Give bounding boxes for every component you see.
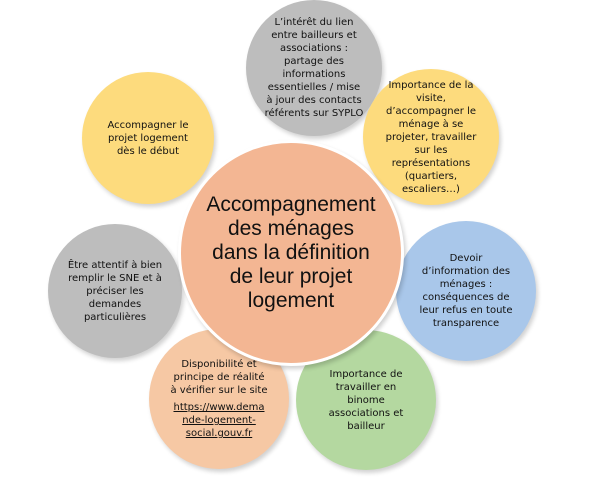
circle-text: Accompagner le projet logement dès le dé…: [107, 119, 189, 157]
circle-information-duty: Devoir d’information des ménages : consé…: [396, 221, 536, 361]
circle-text: Importance de travailler en binome assoc…: [328, 368, 404, 432]
circle-text: Être attentif à bien remplir le SNE et à…: [67, 259, 163, 323]
center-circle: Accompagnement des ménages dans la défin…: [178, 140, 404, 366]
circle-text: Importance de la visite, d’accompagner l…: [385, 79, 477, 195]
circle-accompany-from-start: Accompagner le projet logement dès le dé…: [82, 72, 214, 204]
circle-visit-importance: Importance de la visite, d’accompagner l…: [363, 69, 499, 205]
circle-bailleurs-associations-link: L’intérêt du lien entre bailleurs et ass…: [246, 0, 382, 136]
circle-sne-attention: Être attentif à bien remplir le SNE et à…: [48, 224, 182, 358]
circle-text: L’intérêt du lien entre bailleurs et ass…: [264, 17, 364, 119]
circle-text: Devoir d’information des ménages : consé…: [419, 253, 513, 329]
center-title: Accompagnement des ménages dans la défin…: [206, 193, 376, 312]
demande-logement-link[interactable]: https://www.dema nde-logement- social.go…: [173, 402, 265, 439]
circle-text: Disponibilité et principe de réalité à v…: [170, 359, 268, 396]
